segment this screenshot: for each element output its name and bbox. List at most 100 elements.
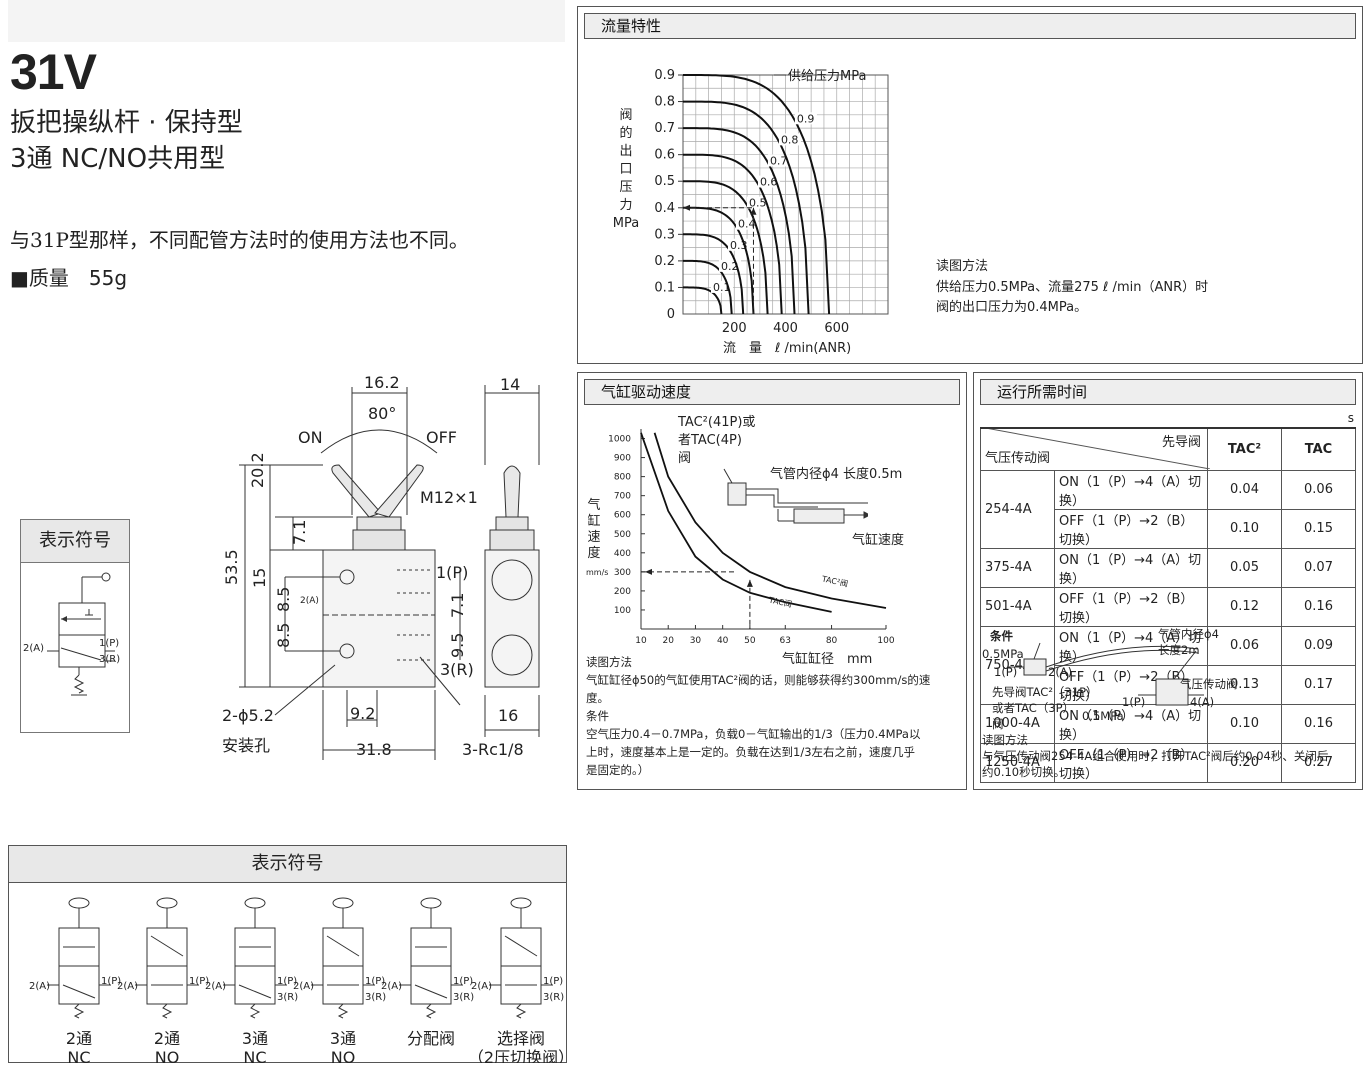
y-axis-label: 阀 <box>619 108 632 123</box>
speed-curve <box>653 432 887 609</box>
y-tick-label: 0.2 <box>654 254 675 269</box>
y-tick-label: 900 <box>614 454 631 464</box>
spring-icon <box>73 1003 85 1019</box>
supply-curve <box>683 286 723 315</box>
push-button-icon <box>420 897 442 909</box>
runtime-model: 375-4A <box>980 547 1055 588</box>
curve-label: TAC阀 <box>767 595 793 609</box>
valve-block <box>146 927 188 967</box>
spring-icon <box>161 1003 173 1019</box>
legend-label: 供给压力MPa <box>788 69 866 84</box>
dim-31-8: 31.8 <box>356 740 392 759</box>
y-axis-unit: mm/s <box>586 568 608 577</box>
flow-note-1: 供给压力0.5MPa、流量275 ℓ /min（ANR）时 <box>936 280 1209 295</box>
runtime-tac: 0.09 <box>1281 625 1356 666</box>
runtime-tac2: 0.06 <box>1207 625 1282 666</box>
port-r-label: 3(R) <box>543 992 564 1003</box>
runtime-cond-pressure: 0.5MPa <box>982 647 1024 661</box>
y-tick-label: 700 <box>614 492 631 502</box>
small-port-p: 1(P) <box>99 638 120 649</box>
curve-label: 0.6 <box>760 176 778 189</box>
dim-8-5b: 8.5 <box>274 622 293 648</box>
port-p-label: 1(P) <box>101 976 121 987</box>
runtime-note-2: 约0.10秒切换。 <box>982 765 1066 779</box>
y-tick-label: 0.9 <box>654 68 675 83</box>
y-tick-label: 0.7 <box>654 121 675 136</box>
label-hole-cn: 安装孔 <box>222 736 271 755</box>
runtime-head-tac2: TAC² <box>1207 427 1282 471</box>
speed-tac-label-3: 阀 <box>678 451 692 466</box>
dim-14: 14 <box>500 375 521 394</box>
model-title: 31V <box>10 44 97 100</box>
speed-cond-2: 上时，速度基本上是一定的。负载在达到1/3左右之前，速度几乎 <box>586 745 916 759</box>
spring-icon <box>249 1003 261 1019</box>
port-r-label: 3(R) <box>365 992 386 1003</box>
runtime-cond-title: 条件 <box>990 629 1013 643</box>
symbol-name: 选择阀 <box>497 1029 545 1048</box>
port-r-label: 3(R) <box>277 992 298 1003</box>
runtime-tac2: 0.12 <box>1207 586 1282 627</box>
speed-cond-1: 空气压力0.4－0.7MPa，负载0－气缸输出的1/3（压力0.4MPa以 <box>586 727 921 741</box>
spring-icon <box>515 1003 527 1019</box>
dim-53-5: 53.5 <box>222 549 241 585</box>
symbol-table-title: 表示符号 <box>9 846 566 883</box>
runtime-tac: 0.15 <box>1281 508 1356 549</box>
mass: ■质量 55g <box>10 266 128 290</box>
port-p-label: 1(P) <box>453 976 473 987</box>
label-hole: 2-ϕ5.2 <box>222 706 274 725</box>
runtime-title: 运行所需时间 <box>980 379 1356 405</box>
valve-block <box>322 927 364 967</box>
symbol-type: NO <box>155 1048 180 1063</box>
y-tick-label: 0.1 <box>654 280 675 295</box>
y-axis-label: 压 <box>619 180 632 195</box>
symbol-type: NC <box>67 1048 90 1063</box>
flow-line <box>414 984 448 999</box>
valve-block <box>500 927 542 967</box>
curve-label-bg <box>794 112 817 125</box>
port-a-label: 2(A) <box>381 981 402 992</box>
dim-80: 80° <box>368 404 397 423</box>
valve-symbol: 2(A)1(P)3(R)分配阀 <box>381 897 474 1048</box>
valve-symbol-small <box>47 572 115 696</box>
dim-9-2: 9.2 <box>350 704 376 723</box>
runtime-tac2: 0.05 <box>1207 547 1282 588</box>
flow-line <box>504 935 538 957</box>
spring-icon <box>425 1003 437 1019</box>
port-a-label: 2(A) <box>29 981 50 992</box>
x-axis-label: 气缸缸径 mm <box>782 651 872 667</box>
dim-7-1: 7.1 <box>290 519 309 545</box>
runtime-tac: 0.16 <box>1281 586 1356 627</box>
x-axis-label: 流 量 ℓ /min(ANR) <box>723 341 851 356</box>
y-axis-label: 度 <box>587 545 600 561</box>
symbol-name: 2通 <box>66 1029 92 1048</box>
runtime-mode: OFF（1（P）→2（B）切换） <box>1054 742 1208 783</box>
x-tick-label: 200 <box>722 321 747 336</box>
runtime-cond-a2: 4(A) <box>1190 695 1215 709</box>
runtime-cond-pressure-2: 0.5MPa <box>1082 709 1124 723</box>
speed-note-1: 气缸缸径ϕ50的气缸使用TAC²阀的话，则能够获得约300mm/s的速 <box>586 673 931 687</box>
label-port: 3-Rc1/8 <box>462 740 524 759</box>
speed-setup-drawing <box>723 468 868 524</box>
runtime-head-cell: 先导阀 气压传动阀 <box>980 427 1208 471</box>
x-tick-label: 400 <box>773 321 798 336</box>
port-a-label: 2(A) <box>205 981 226 992</box>
runtime-tac2: 0.04 <box>1207 469 1282 510</box>
speed-tac-label-1: TAC²(41P)或 <box>678 415 756 430</box>
port-p-label: 1(P) <box>543 976 563 987</box>
y-tick-label: 0.4 <box>654 201 675 216</box>
valve-body-front <box>322 549 436 688</box>
y-axis-label: 的 <box>619 125 632 141</box>
curve-label: 0.2 <box>721 260 739 273</box>
valve-symbol: 2(A)1(P)3(R)选择阀（2压切换阀） <box>468 897 566 1063</box>
label-on: ON <box>298 428 323 447</box>
port-p-label: 1(P) <box>189 976 209 987</box>
supply-curve <box>683 100 810 315</box>
label-off: OFF <box>426 428 457 447</box>
dimension-drawing <box>239 385 540 760</box>
speed-cond-title: 条件 <box>586 709 609 723</box>
runtime-mode: ON（1（P）→4（A）切换） <box>1054 469 1208 510</box>
